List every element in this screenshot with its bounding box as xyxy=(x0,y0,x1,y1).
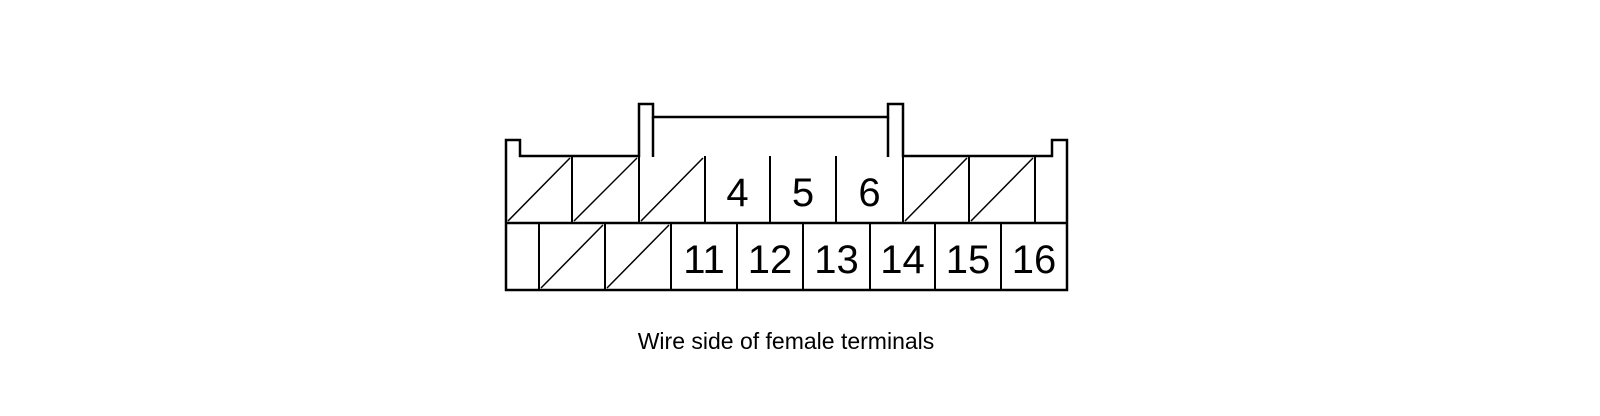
pin-label-11: 11 xyxy=(683,238,725,282)
diagram-caption: Wire side of female terminals xyxy=(637,328,935,354)
empty-cavity-hatch xyxy=(640,157,704,222)
empty-cavity-hatch xyxy=(904,157,968,222)
pin-label-16: 16 xyxy=(1012,238,1057,282)
pin-label-13: 13 xyxy=(814,238,859,282)
pin-label-6: 6 xyxy=(858,171,880,215)
empty-cavity-hatch xyxy=(970,157,1034,222)
empty-cavity-hatch xyxy=(540,224,604,289)
pin-label-14: 14 xyxy=(880,238,925,282)
pin-label-15: 15 xyxy=(946,238,991,282)
pin-label-5: 5 xyxy=(792,171,814,215)
connector-housing xyxy=(504,102,1069,292)
pin-label-4: 4 xyxy=(726,171,748,215)
empty-cavity-hatch xyxy=(606,224,670,289)
empty-cavity-hatch xyxy=(573,157,638,222)
pin-label-12: 12 xyxy=(748,238,793,282)
empty-cavity-hatch xyxy=(507,157,571,222)
bottom-row-cavities: 11 12 13 14 15 16 xyxy=(538,223,1057,290)
